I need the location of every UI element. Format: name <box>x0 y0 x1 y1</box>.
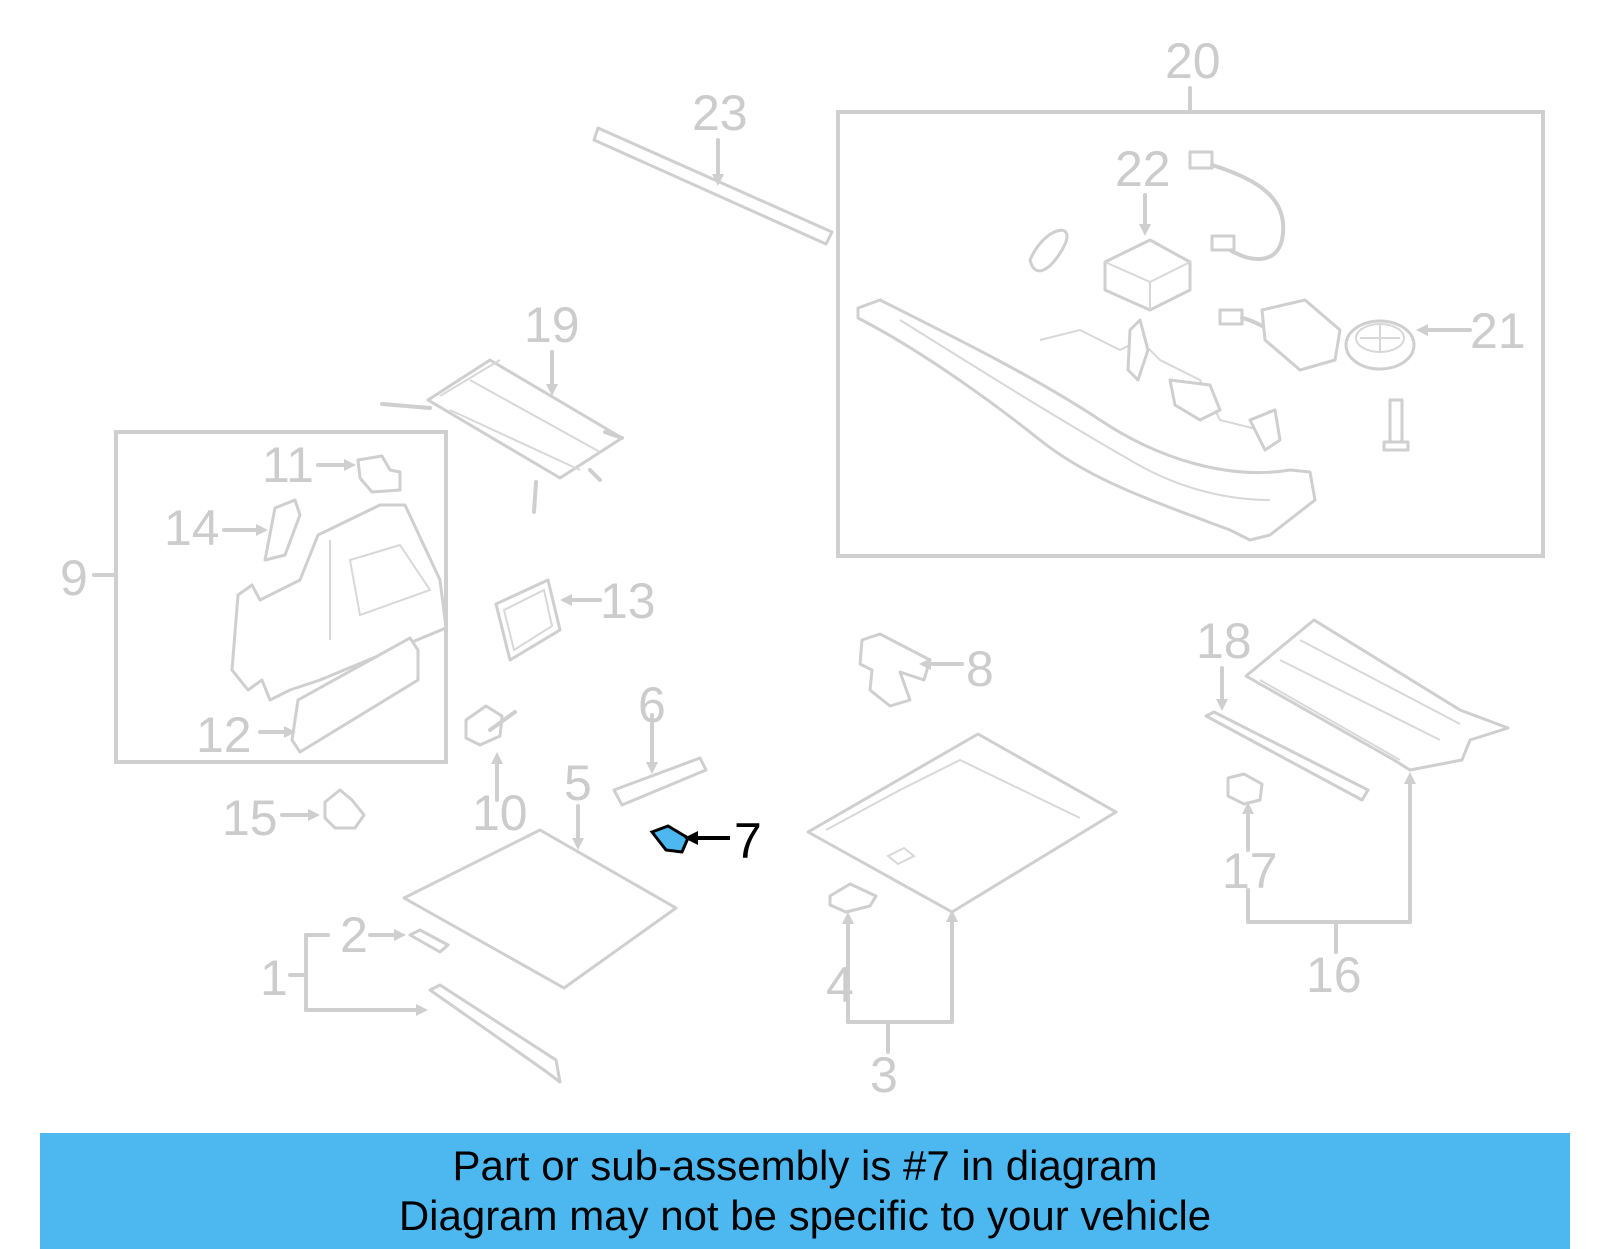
callout-1: 1 <box>260 950 288 1006</box>
part-1-2-group <box>288 928 562 1084</box>
part-5-floor-panel <box>402 804 678 990</box>
part-4-pad <box>828 882 878 1024</box>
part-15-cap <box>280 788 366 830</box>
part-16-18-group <box>1204 618 1510 954</box>
part-13-panel <box>494 578 602 662</box>
callout-22: 22 <box>1115 141 1171 197</box>
banner-line-1: Part or sub-assembly is #7 in diagram <box>452 1142 1158 1189</box>
banner-line-2: Diagram may not be specific to your vehi… <box>398 1192 1212 1239</box>
part-20-assembly-box <box>836 86 1545 558</box>
callout-20: 20 <box>1165 33 1221 89</box>
callout-21: 21 <box>1470 303 1526 359</box>
callout-6: 6 <box>638 677 666 733</box>
part-19-cargo-cover <box>380 350 624 514</box>
callout-3: 3 <box>870 1047 898 1103</box>
info-banner: Part or sub-assembly is #7 in diagram Di… <box>40 1133 1570 1249</box>
callout-9: 9 <box>60 550 88 606</box>
callout-10: 10 <box>472 785 528 841</box>
part-6-strip <box>612 713 708 807</box>
callout-14: 14 <box>164 500 220 556</box>
callout-7: 7 <box>734 813 762 869</box>
part-7-clip-highlighted <box>649 824 730 854</box>
callout-18: 18 <box>1196 613 1252 669</box>
callout-15: 15 <box>222 790 278 846</box>
part-3-floor-cover <box>806 732 1118 1054</box>
part-10-bracket <box>464 704 517 802</box>
callout-labels: 20 23 22 21 19 11 14 9 13 12 15 10 5 6 7… <box>60 33 1526 1103</box>
callout-2: 2 <box>340 907 368 963</box>
part-20-trim-panel <box>856 298 1317 542</box>
callout-19: 19 <box>524 297 580 353</box>
part-23-trim-strip <box>592 126 834 246</box>
part-22-module <box>1028 150 1286 312</box>
callout-16: 16 <box>1306 947 1362 1003</box>
callout-5: 5 <box>564 755 592 811</box>
callout-17: 17 <box>1222 843 1278 899</box>
parts-diagram: 20 23 22 21 19 11 14 9 13 12 15 10 5 6 7… <box>60 33 1545 1103</box>
callout-8: 8 <box>966 641 994 697</box>
callout-13: 13 <box>600 573 656 629</box>
callout-11: 11 <box>262 437 314 493</box>
part-9-assembly-box <box>92 430 448 764</box>
callout-4: 4 <box>826 957 854 1013</box>
callout-12: 12 <box>196 707 252 763</box>
callout-23: 23 <box>692 85 748 141</box>
part-8-bracket <box>858 632 964 708</box>
part-21-motor <box>1218 298 1472 452</box>
